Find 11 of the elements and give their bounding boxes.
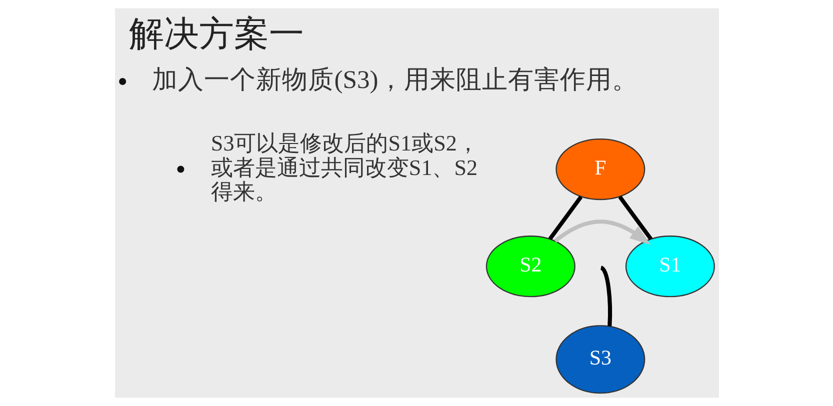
node-ellipse: S1 bbox=[624, 236, 714, 298]
node-ellipse: F bbox=[555, 138, 645, 200]
connector bbox=[599, 266, 612, 326]
diagram-title: 解决方案一 bbox=[128, 14, 304, 54]
label: 加入一个新物质(S3)，用来阻止有害作用。 bbox=[152, 65, 638, 94]
connector bbox=[548, 196, 582, 240]
connector bbox=[618, 196, 652, 240]
node-ellipse: S2 bbox=[485, 236, 575, 298]
arrow bbox=[553, 220, 650, 245]
label: S3可以是修改后的S1或S2，或者是通过共同改变S1、S2得来。 bbox=[210, 130, 478, 204]
node-ellipse: S3 bbox=[555, 325, 645, 394]
